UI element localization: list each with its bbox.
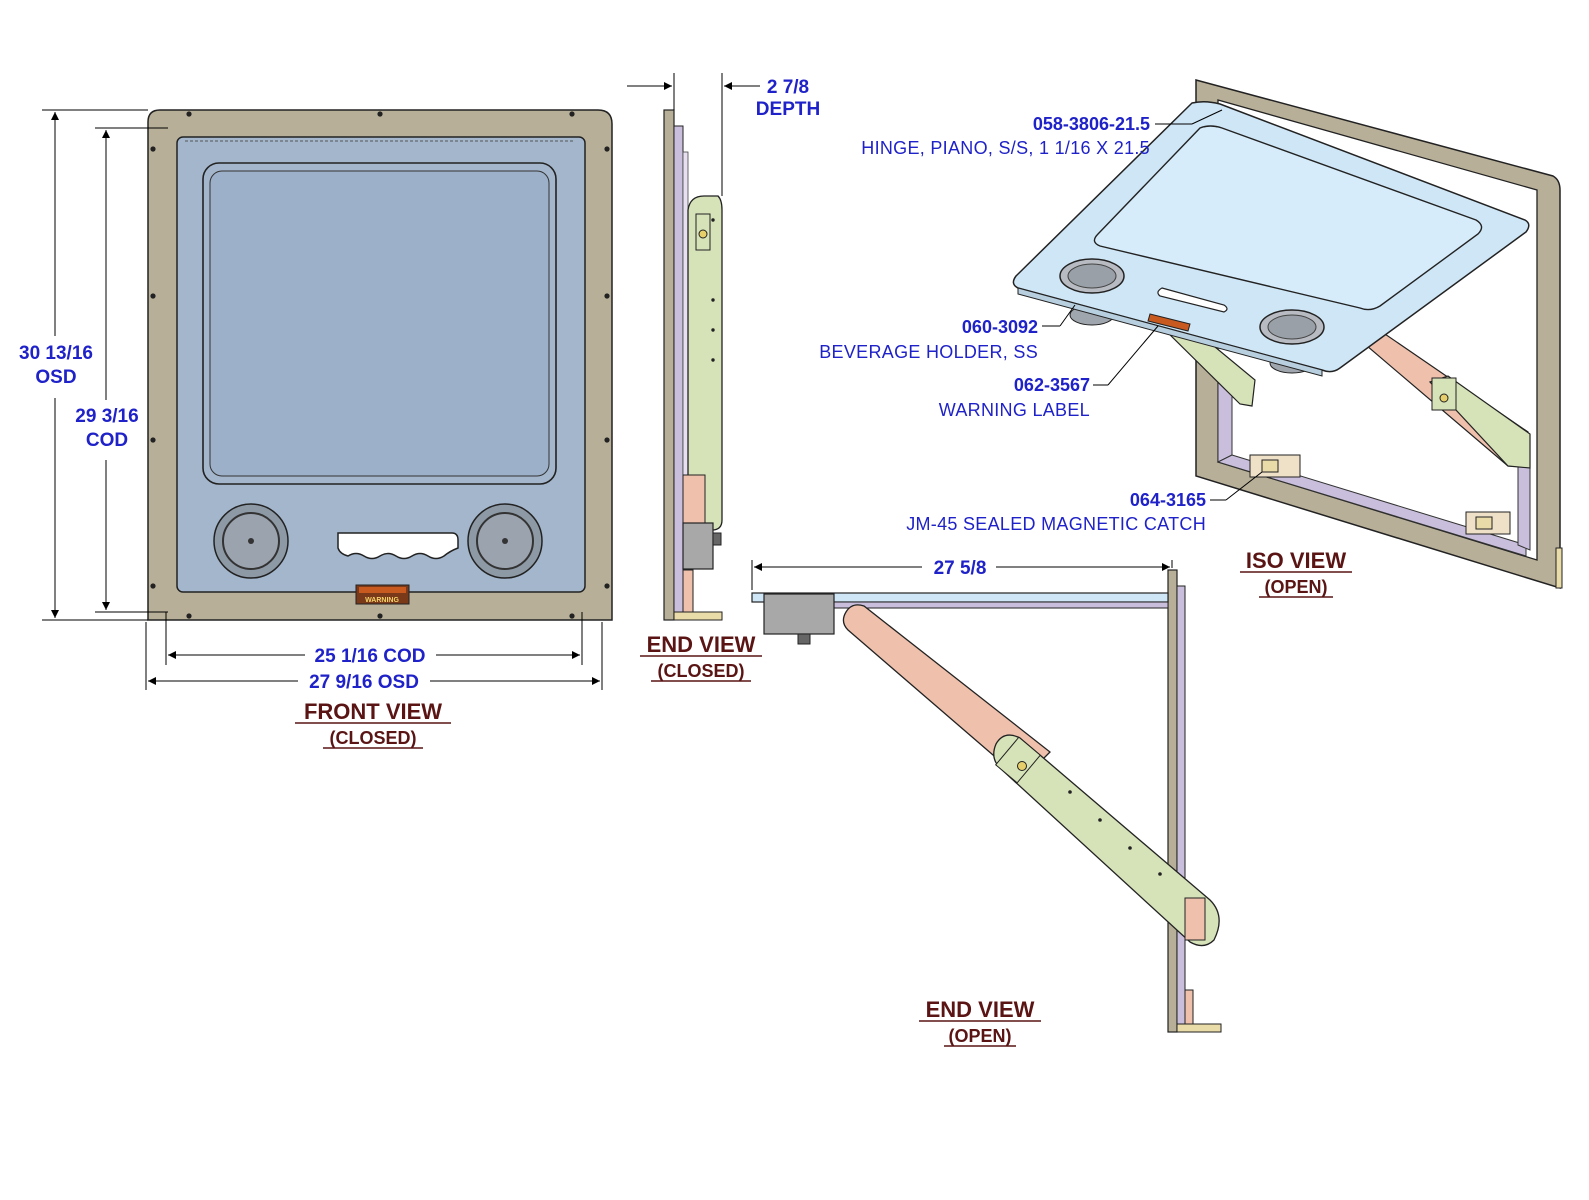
iso-magnetic-catch-left — [1249, 454, 1301, 478]
dim-height-cod: 29 3/16 COD — [75, 127, 168, 613]
front-warning-label-text: WARNING — [365, 597, 399, 604]
callout-magnetic-catch: 064-3165 JM-45 SEALED MAGNETIC CATCH — [906, 471, 1263, 534]
callout-warning-label: 062-3567 WARNING LABEL — [939, 325, 1159, 420]
front-view: WARNING 30 13/16 OSD 29 3/16 COD — [19, 109, 613, 749]
callout-beverage-holder-description: BEVERAGE HOLDER, SS — [819, 342, 1038, 362]
closed-stay-lower-bracket — [682, 474, 706, 524]
closed-stay-arm — [687, 195, 723, 531]
end-view-closed: 2 7/8 DEPTH END VIEW (CLOSED) — [627, 73, 820, 682]
front-view-title: FRONT VIEW — [304, 699, 442, 724]
iso-view: 058-3806-21.5 HINGE, PIANO, S/S, 1 1/16 … — [819, 79, 1563, 598]
callout-hinge-part-number: 058-3806-21.5 — [1033, 114, 1150, 134]
dim-depth-label: DEPTH — [756, 99, 820, 120]
dim-height-osd-value: 30 13/16 — [19, 343, 93, 364]
iso-magnetic-catch-right — [1465, 511, 1511, 535]
callout-warning-label-part-number: 062-3567 — [1014, 375, 1090, 395]
open-frame-post — [1167, 569, 1178, 1033]
closed-flange — [663, 109, 675, 621]
open-cup-holder — [763, 593, 835, 635]
end-view-open-title: END VIEW — [926, 997, 1035, 1022]
dim-height-cod-suffix: COD — [86, 430, 128, 451]
front-cup-holder-right — [467, 503, 543, 579]
callout-beverage-holder-part-number: 060-3092 — [962, 317, 1038, 337]
callout-magnetic-catch-part-number: 064-3165 — [1130, 490, 1206, 510]
dim-width-osd: 27 9/16 OSD — [145, 622, 603, 693]
callout-magnetic-catch-description: JM-45 SEALED MAGNETIC CATCH — [906, 514, 1206, 534]
dim-open-width: 27 5/8 — [751, 558, 1173, 590]
dim-depth-value: 2 7/8 — [767, 77, 809, 98]
callout-hinge: 058-3806-21.5 HINGE, PIANO, S/S, 1 1/16 … — [861, 109, 1223, 158]
dim-open-width-value: 27 5/8 — [934, 558, 987, 579]
iso-view-title: ISO VIEW — [1246, 548, 1346, 573]
dim-width-cod-value: 25 1/16 COD — [315, 646, 426, 667]
iso-door-recess — [1093, 125, 1483, 311]
dim-height-cod-value: 29 3/16 — [75, 406, 138, 427]
end-view-closed-title: END VIEW — [647, 632, 756, 657]
open-bottom-lip — [1176, 1023, 1222, 1033]
closed-bottom-lip — [673, 611, 723, 621]
dim-height-osd-suffix: OSD — [35, 367, 76, 388]
open-stay-arm-lower — [993, 734, 1220, 947]
callout-warning-label-description: WARNING LABEL — [939, 400, 1090, 420]
front-recess-inner — [209, 170, 550, 477]
closed-door-edge — [673, 125, 684, 613]
dim-width-osd-value: 27 9/16 OSD — [309, 672, 419, 693]
dim-height-osd: 30 13/16 OSD — [19, 109, 148, 621]
front-cup-holder-left — [213, 503, 289, 579]
dim-depth: 2 7/8 DEPTH — [627, 73, 820, 196]
front-grip-handle — [337, 532, 459, 560]
end-view-closed-subtitle: (CLOSED) — [658, 661, 745, 681]
iso-view-subtitle: (OPEN) — [1265, 577, 1328, 597]
front-view-subtitle: (CLOSED) — [330, 728, 417, 748]
end-view-open: 27 5/8 END VIEW (OPEN) — [751, 558, 1222, 1047]
iso-warning-label — [1147, 313, 1191, 332]
dim-width-cod: 25 1/16 COD — [165, 612, 583, 667]
iso-grip-handle — [1157, 287, 1228, 313]
closed-cup-holder-edge — [682, 522, 714, 570]
front-fastener-holes — [150, 111, 610, 619]
callout-hinge-description: HINGE, PIANO, S/S, 1 1/16 X 21.5 — [861, 138, 1150, 158]
callout-beverage-holder: 060-3092 BEVERAGE HOLDER, SS — [819, 304, 1076, 362]
end-view-open-subtitle: (OPEN) — [949, 1026, 1012, 1046]
open-stay-lower-bracket — [1184, 897, 1206, 941]
